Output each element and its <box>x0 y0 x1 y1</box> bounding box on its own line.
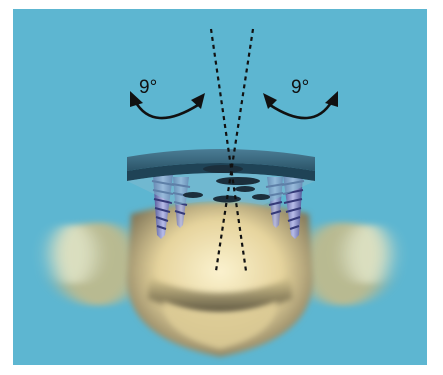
plate-hole <box>216 177 260 185</box>
plate-hole <box>183 192 203 198</box>
vertebra <box>127 202 313 358</box>
diagram-canvas: 9° 9° <box>13 9 427 365</box>
plate-hole <box>203 165 243 173</box>
angle-label-left: 9° <box>139 77 157 99</box>
angle-label-right: 9° <box>291 77 309 99</box>
implant-illustration <box>13 9 427 365</box>
plate-hole <box>252 194 270 200</box>
plate-hole <box>235 186 255 192</box>
